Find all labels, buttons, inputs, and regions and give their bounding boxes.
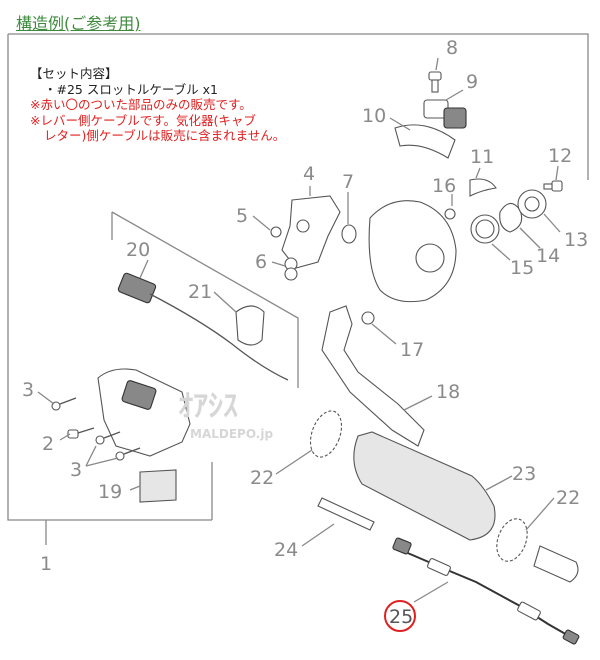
part-nut-16 — [444, 208, 456, 220]
part-number-11: 11 — [470, 146, 494, 168]
part-number-15: 15 — [510, 257, 534, 279]
part-number-23: 23 — [512, 463, 536, 485]
part-number-16: 16 — [432, 175, 456, 197]
frame-line — [7, 34, 212, 521]
highlight-circle — [384, 600, 416, 632]
diagram-title: 構造例(ご参考用) — [16, 14, 141, 33]
part-plate-14 — [499, 202, 523, 233]
part-lower-housing — [97, 368, 191, 457]
part-throttle-housing — [368, 200, 457, 303]
part-washer-17 — [361, 311, 375, 325]
part-ring-7 — [341, 224, 357, 244]
part-clamp-21 — [235, 305, 265, 346]
group-bracket — [111, 211, 299, 388]
set-contents-note: 【セット内容】 ・#25 スロットルケーブル x1 ※赤い〇のついた部品のみの販… — [30, 66, 285, 144]
part-number-7: 7 — [342, 171, 354, 193]
watermark-url: MALDEPO.jp — [190, 427, 273, 441]
part-number-5: 5 — [236, 205, 248, 227]
part-pin-24 — [317, 497, 375, 531]
part-nut-5 — [270, 226, 282, 238]
part-spring-22 — [309, 410, 343, 458]
part-bracket-4 — [281, 195, 341, 269]
part-pipe-end — [533, 545, 579, 583]
part-cable-20 — [117, 272, 289, 381]
part-number-19: 19 — [98, 481, 122, 503]
part-number-4: 4 — [303, 163, 315, 185]
cable-note-line-continued: レター)側ケーブルは販売に含まれません。 — [44, 128, 286, 143]
part-number-10: 10 — [362, 105, 386, 127]
part-screw-8 — [428, 71, 442, 93]
part-spring-11 — [469, 178, 497, 197]
frame-line — [8, 33, 589, 180]
part-screw-3 — [51, 397, 77, 411]
part-number-22: 22 — [556, 487, 580, 509]
part-number-1: 1 — [40, 553, 52, 575]
part-number-6: 6 — [255, 251, 267, 273]
part-grip-23 — [353, 431, 496, 541]
part-adjuster-9 — [423, 99, 467, 129]
part-number-24: 24 — [274, 539, 298, 561]
part-throttle-cable-25 — [392, 537, 580, 645]
part-number-8: 8 — [446, 37, 458, 59]
part-number-22: 22 — [250, 467, 274, 489]
part-number-14: 14 — [536, 245, 560, 267]
part-screw-2 — [67, 427, 95, 439]
part-lever-18 — [321, 305, 425, 447]
part-number-20: 20 — [126, 239, 150, 261]
part-number-18: 18 — [436, 381, 460, 403]
sale-note-line: ※赤い〇のついた部品のみの販売です。 — [30, 97, 252, 112]
part-label-19 — [139, 469, 177, 503]
part-number-2: 2 — [42, 433, 54, 455]
part-number-12: 12 — [548, 145, 572, 167]
part-cover-10 — [394, 124, 456, 159]
part-number-13: 13 — [564, 229, 588, 251]
part-number-9: 9 — [466, 71, 478, 93]
part-screw-12 — [543, 180, 563, 192]
part-number-17: 17 — [400, 339, 424, 361]
set-contents-heading: 【セット内容】 — [30, 66, 118, 81]
set-contents-item: ・#25 スロットルケーブル x1 — [44, 81, 218, 97]
part-number-21: 21 — [188, 281, 212, 303]
watermark-logo: ｵｱｼｽ — [178, 389, 238, 424]
cable-note-line: ※レバー側ケーブルです。気化器(キャブ — [30, 112, 256, 128]
part-number-25: 25 — [389, 606, 413, 628]
part-spring-22 — [496, 518, 528, 562]
part-number-3: 3 — [70, 459, 82, 481]
part-number-3: 3 — [22, 379, 34, 401]
